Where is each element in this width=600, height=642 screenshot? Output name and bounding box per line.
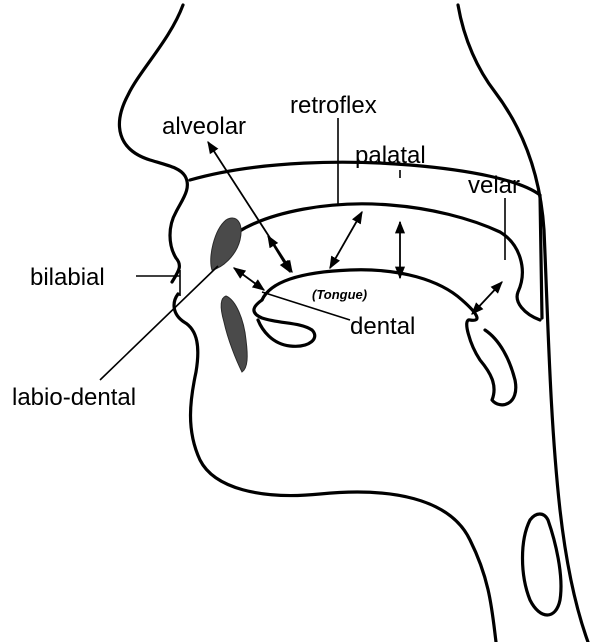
label-tongue: (Tongue) xyxy=(312,287,367,302)
tongue-tip-outline xyxy=(254,300,315,346)
velar-arrow xyxy=(472,282,502,314)
label-retroflex: retroflex xyxy=(290,92,377,119)
label-dental: dental xyxy=(350,313,415,340)
label-palatal: palatal xyxy=(355,142,426,169)
alveolar-gap-arrow xyxy=(268,236,290,272)
lower-teeth xyxy=(221,296,247,372)
label-labio-dental: labio-dental xyxy=(12,384,136,411)
face-profile-lower xyxy=(174,294,496,642)
upper-teeth xyxy=(211,218,241,270)
epiglottis-outline xyxy=(523,514,561,615)
face-profile-upper xyxy=(119,5,187,282)
dental-arrow xyxy=(234,268,264,290)
retroflex-arrow xyxy=(330,212,362,268)
label-velar: velar xyxy=(468,172,520,199)
label-alveolar: alveolar xyxy=(162,113,246,140)
label-bilabial: bilabial xyxy=(30,264,105,291)
labio-dental-pointer xyxy=(100,266,218,380)
